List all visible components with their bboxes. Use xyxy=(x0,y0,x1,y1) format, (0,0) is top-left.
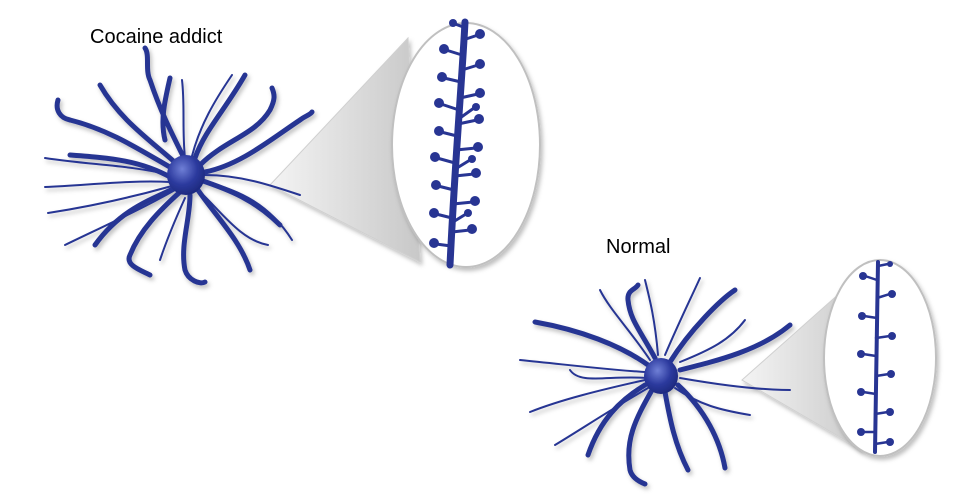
addict-dendrite-thin xyxy=(159,197,186,261)
normal-neuron xyxy=(519,266,869,487)
addict-dendrite-thin xyxy=(204,181,293,241)
addict-dendrite xyxy=(126,189,183,278)
normal-dendrite xyxy=(532,319,651,368)
addict-magnified-lens xyxy=(391,18,541,269)
addict-dendrite-thin xyxy=(44,157,171,176)
addict-dendrite-thin xyxy=(47,185,173,214)
addict-soma xyxy=(167,155,205,195)
addict-dendrite xyxy=(195,187,253,273)
normal-dendrite-thin xyxy=(519,359,646,373)
addict-dendrite-shaft xyxy=(446,18,469,269)
normal-dendrite xyxy=(662,389,691,473)
addict-dendrite xyxy=(142,45,188,163)
normal-dendrite-thin xyxy=(674,387,751,416)
addict-dendrite xyxy=(54,97,178,173)
cocaine-addict-label: Cocaine addict xyxy=(90,26,223,48)
normal-soma xyxy=(644,358,678,394)
normal-lens-circle xyxy=(823,259,937,457)
normal-dendrite xyxy=(677,322,793,373)
addict-dendrite xyxy=(197,85,277,168)
normal-dendrite-thin xyxy=(529,379,646,413)
normal-dendrite xyxy=(585,382,648,458)
normal-dendrite-thin xyxy=(644,279,659,356)
addict-dendrite-thin xyxy=(204,174,301,196)
addict-dendrite-thin xyxy=(191,74,233,157)
normal-dendrite-thin xyxy=(569,369,647,380)
normal-dendrite-thin xyxy=(554,387,649,446)
addict-dendrite-thin xyxy=(44,180,171,188)
addict-dendrite-thin xyxy=(181,79,186,159)
addict-dendrite xyxy=(160,75,173,143)
addict-dendrite-thin xyxy=(199,191,269,246)
normal-dendrite-thin xyxy=(599,289,651,361)
addict-dendrite xyxy=(202,109,315,175)
addict-neuron xyxy=(44,36,421,286)
normal-dendrite xyxy=(675,382,728,471)
addict-dendrite xyxy=(92,185,178,248)
normal-magnified-lens xyxy=(823,259,937,457)
addict-dendrite xyxy=(192,72,248,161)
normal-dendrite-thin xyxy=(679,377,791,391)
addict-dendrite-thin xyxy=(64,189,176,246)
addict-dendrite xyxy=(181,192,208,286)
normal-dendrite-thin xyxy=(664,277,701,356)
normal-dendrite xyxy=(667,287,738,365)
normal-label: Normal xyxy=(606,236,671,258)
normal-dendrite xyxy=(625,282,658,361)
normal-dendrite xyxy=(626,387,655,487)
addict-dendrite-spines xyxy=(429,18,485,269)
normal-dendrite-thin xyxy=(679,319,746,363)
normal-dendrite-spines xyxy=(857,260,896,454)
addict-dendrite xyxy=(97,82,181,168)
